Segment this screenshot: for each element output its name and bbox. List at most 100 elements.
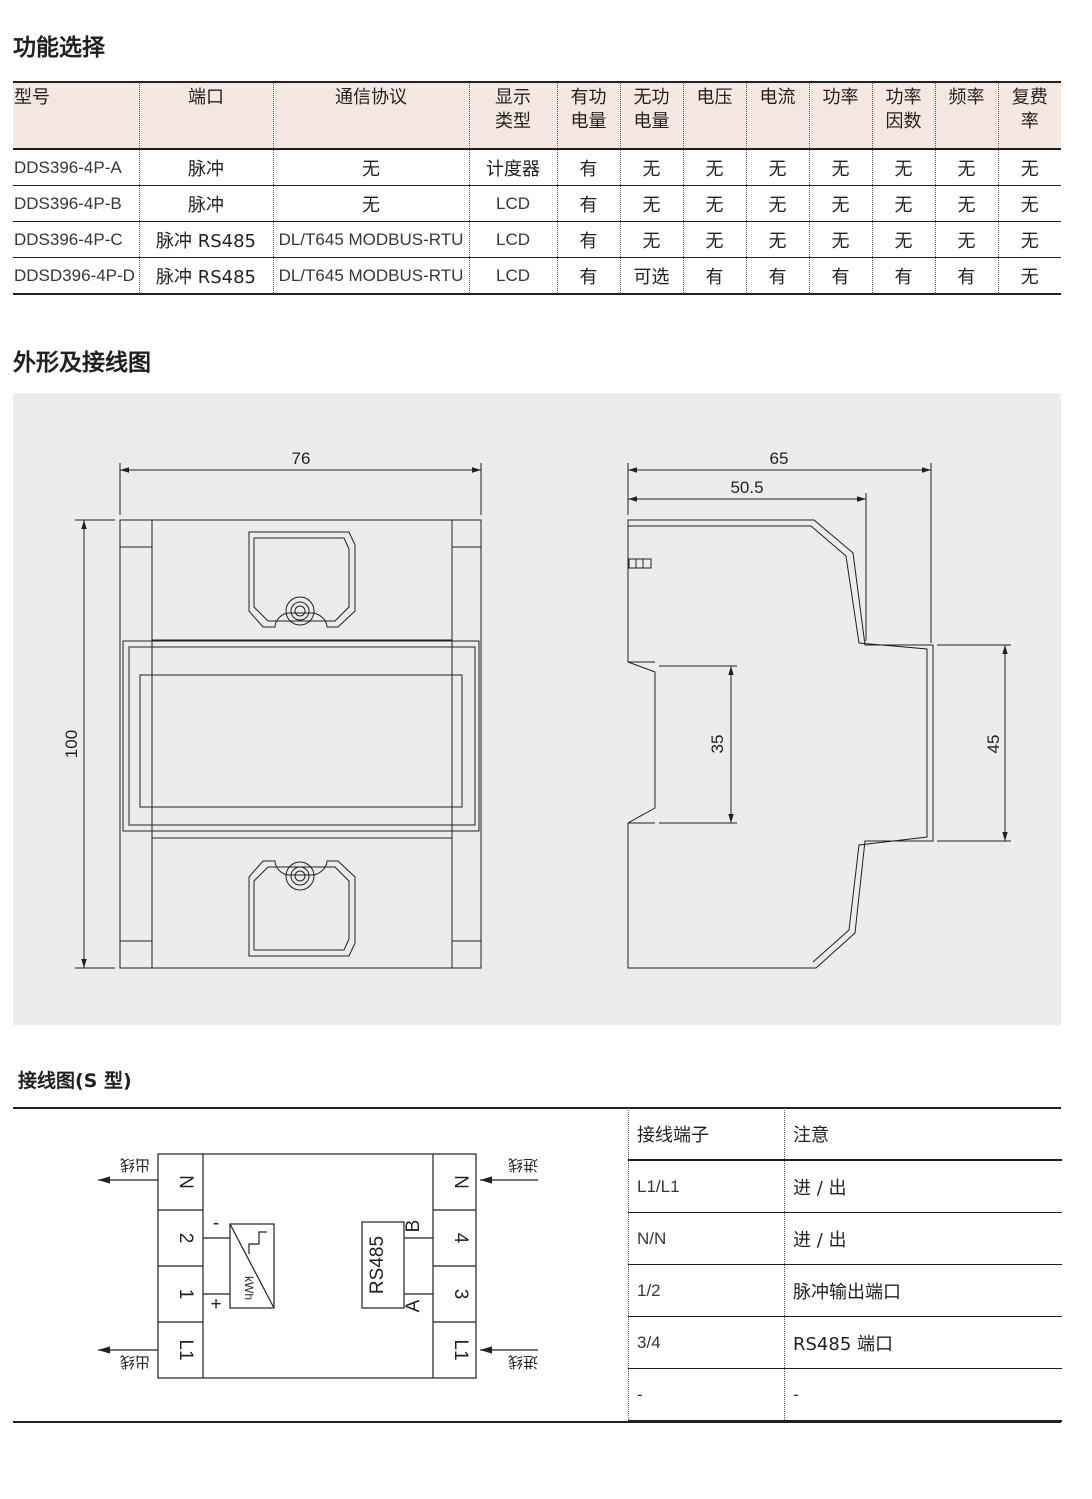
terminal-cell: 脉冲输出端口 <box>784 1264 1062 1317</box>
in-label-bottom: 进线 <box>508 1353 538 1370</box>
dim-rail-35: 35 <box>708 735 727 754</box>
terminal-right-n: N <box>450 1175 471 1189</box>
column-header: 通信协议 <box>272 81 469 150</box>
table-cell: 无 <box>997 185 1061 222</box>
table-cell: 有 <box>556 257 620 295</box>
wiring-bottom-rule <box>13 1421 1061 1423</box>
terminal-left-1: 1 <box>175 1289 196 1300</box>
dim-rail-45: 45 <box>984 735 1003 754</box>
terminal-cell: - <box>784 1368 1062 1422</box>
column-header-line: 复费 <box>1011 87 1048 108</box>
table-cell: 有 <box>871 257 935 295</box>
table-cell: 无 <box>745 221 809 258</box>
terminal-cell: 进 / 出 <box>784 1160 1062 1213</box>
table-cell: 无 <box>619 221 683 258</box>
column-header: 型号 <box>13 81 139 150</box>
terminal-row: -- <box>628 1368 1062 1422</box>
terminal-header-row: 接线端子注意 <box>628 1108 1062 1161</box>
terminal-cell: 进 / 出 <box>784 1212 1062 1265</box>
column-header: 端口 <box>138 81 273 150</box>
table-cell: 有 <box>556 149 620 186</box>
table-cell: 脉冲 <box>138 185 273 222</box>
terminal-header-cell: 接线端子 <box>628 1108 785 1161</box>
column-header: 功率 <box>808 81 872 150</box>
rs485-label: RS485 <box>367 1236 388 1294</box>
column-header: 复费率 <box>997 81 1061 150</box>
table-cell: 无 <box>997 221 1061 258</box>
terminal-header-cell: 注意 <box>784 1108 1062 1161</box>
terminal-cell: 3/4 <box>628 1316 785 1369</box>
table-cell: 无 <box>682 149 746 186</box>
table-cell: 可选 <box>619 257 683 295</box>
table-cell: 有 <box>934 257 998 295</box>
table-cell: 无 <box>934 185 998 222</box>
column-header-line: 电压 <box>696 87 733 108</box>
table-cell: 无 <box>997 149 1061 186</box>
table-cell: 无 <box>272 149 469 186</box>
table-cell: LCD <box>468 185 557 222</box>
column-header: 有功电量 <box>556 81 620 150</box>
column-header-line: 类型 <box>495 111 531 132</box>
table-cell: 脉冲 RS485 <box>138 257 273 295</box>
terminal-right-4: 4 <box>450 1233 471 1244</box>
column-header-line: 频率 <box>948 87 985 108</box>
table-cell: DDS396-4P-C <box>13 221 139 258</box>
table-cell: 有 <box>556 221 620 258</box>
dim-side-depth-inner: 50.5 <box>730 478 763 497</box>
column-header-line: 功率 <box>885 87 922 108</box>
column-header: 电压 <box>682 81 746 150</box>
table-cell: 无 <box>682 221 746 258</box>
terminal-cell: 1/2 <box>628 1264 785 1317</box>
column-header: 电流 <box>745 81 809 150</box>
column-header: 功率因数 <box>871 81 935 150</box>
column-header-line: 有功 <box>570 87 607 108</box>
column-header-line: 显示 <box>495 87 531 108</box>
table-cell: 无 <box>745 185 809 222</box>
table-cell: 脉冲 RS485 <box>138 221 273 258</box>
table-cell: 无 <box>745 149 809 186</box>
table-cell: 无 <box>808 221 872 258</box>
outline-drawing: 76 100 65 50.5 35 45 <box>62 449 1011 969</box>
terminal-cell: L1/L1 <box>628 1160 785 1213</box>
table-cell: 有 <box>808 257 872 295</box>
terminal-left-n: N <box>175 1175 196 1189</box>
table-cell: LCD <box>468 257 557 295</box>
b-label: B <box>403 1220 424 1233</box>
column-header-line: 因数 <box>885 111 922 132</box>
table-cell: 无 <box>808 149 872 186</box>
function-table: 型号端口通信协议显示类型有功电量无功电量电压电流功率功率因数频率复费率 DDS3… <box>13 81 1061 295</box>
table-cell: 无 <box>871 185 935 222</box>
table-cell: 脉冲 <box>138 149 273 186</box>
column-header-line: 端口 <box>188 87 224 108</box>
table-header-row: 型号端口通信协议显示类型有功电量无功电量电压电流功率功率因数频率复费率 <box>13 81 1061 150</box>
table-cell: DDS396-4P-B <box>13 185 139 222</box>
terminal-cell: RS485 端口 <box>784 1316 1062 1369</box>
function-selection-title: 功能选择 <box>13 35 105 61</box>
in-label-top: 进线 <box>508 1156 538 1173</box>
table-cell: 有 <box>745 257 809 295</box>
side-view <box>627 519 934 969</box>
out-label-top: 出线 <box>120 1156 150 1173</box>
out-label-bottom: 出线 <box>120 1353 150 1370</box>
table-cell: DL/T645 MODBUS-RTU <box>272 221 469 258</box>
terminal-left-2: 2 <box>175 1233 196 1244</box>
table-cell: 无 <box>682 185 746 222</box>
wiring-top-rule <box>13 1107 1061 1109</box>
front-view <box>119 519 482 969</box>
table-cell: 无 <box>808 185 872 222</box>
table-cell: 有 <box>682 257 746 295</box>
column-header-line: 功率 <box>822 87 859 108</box>
table-cell: 无 <box>934 149 998 186</box>
terminal-right-l1: L1 <box>450 1339 471 1360</box>
dim-front-width: 76 <box>292 449 311 468</box>
column-header-line: 型号 <box>14 87 50 108</box>
table-cell: 无 <box>619 185 683 222</box>
table-cell: 有 <box>556 185 620 222</box>
a-label: A <box>403 1299 424 1312</box>
